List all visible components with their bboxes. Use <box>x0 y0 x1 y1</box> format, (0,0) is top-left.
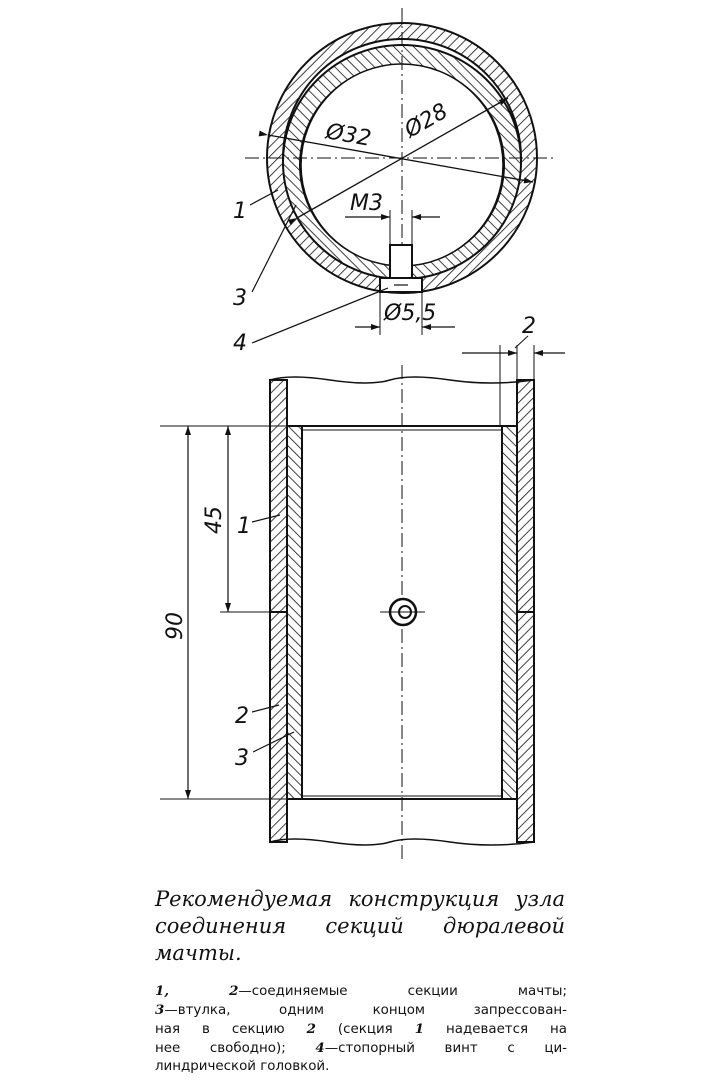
longitudinal-view: 2 90 45 1 2 3 <box>160 314 565 860</box>
figure-legend: 1, 2—соединяемые секции мачты; 3—втулка,… <box>155 982 567 1076</box>
thread-label: M3 <box>350 191 383 216</box>
left-wall-section-1 <box>269 379 288 613</box>
legend-line-5: линдрической головкой. <box>155 1059 330 1074</box>
label-1-long: 1 <box>237 514 251 539</box>
figure-caption: Рекомендуемая конструкция узла соединени… <box>155 887 565 965</box>
mast-joint-drawing: Ø32 Ø28 M3 Ø5,5 1 3 4 <box>160 8 565 860</box>
label-2-long: 2 <box>235 704 249 729</box>
label-1-section: 1 <box>233 199 247 224</box>
legend-line-3: ная в секцию 2 (секция 1 надевается на <box>155 1021 567 1037</box>
screw-body <box>389 244 413 279</box>
head-diameter-label: Ø5,5 <box>383 301 436 326</box>
label-4-section: 4 <box>233 331 247 356</box>
left-sleeve <box>286 425 303 800</box>
left-wall-section-2 <box>269 611 288 843</box>
wall-thickness-label: 2 <box>522 314 536 339</box>
right-sleeve <box>501 425 518 800</box>
right-wall-section-2 <box>516 611 535 843</box>
label-3-long: 3 <box>235 746 249 771</box>
length-45-label: 45 <box>202 506 227 534</box>
legend-line-2: 3—втулка, одним концом запрессован- <box>155 1002 567 1018</box>
legend-line-1: 1, 2—соединяемые секции мачты; <box>155 983 567 999</box>
label-3-section: 3 <box>233 286 247 311</box>
right-wall-section-1 <box>516 379 535 613</box>
length-90-label: 90 <box>163 612 188 640</box>
legend-line-4: нее свободно); 4—стопорный винт с ци- <box>155 1040 567 1056</box>
cross-section-view: Ø32 Ø28 M3 Ø5,5 1 3 4 <box>233 8 557 356</box>
